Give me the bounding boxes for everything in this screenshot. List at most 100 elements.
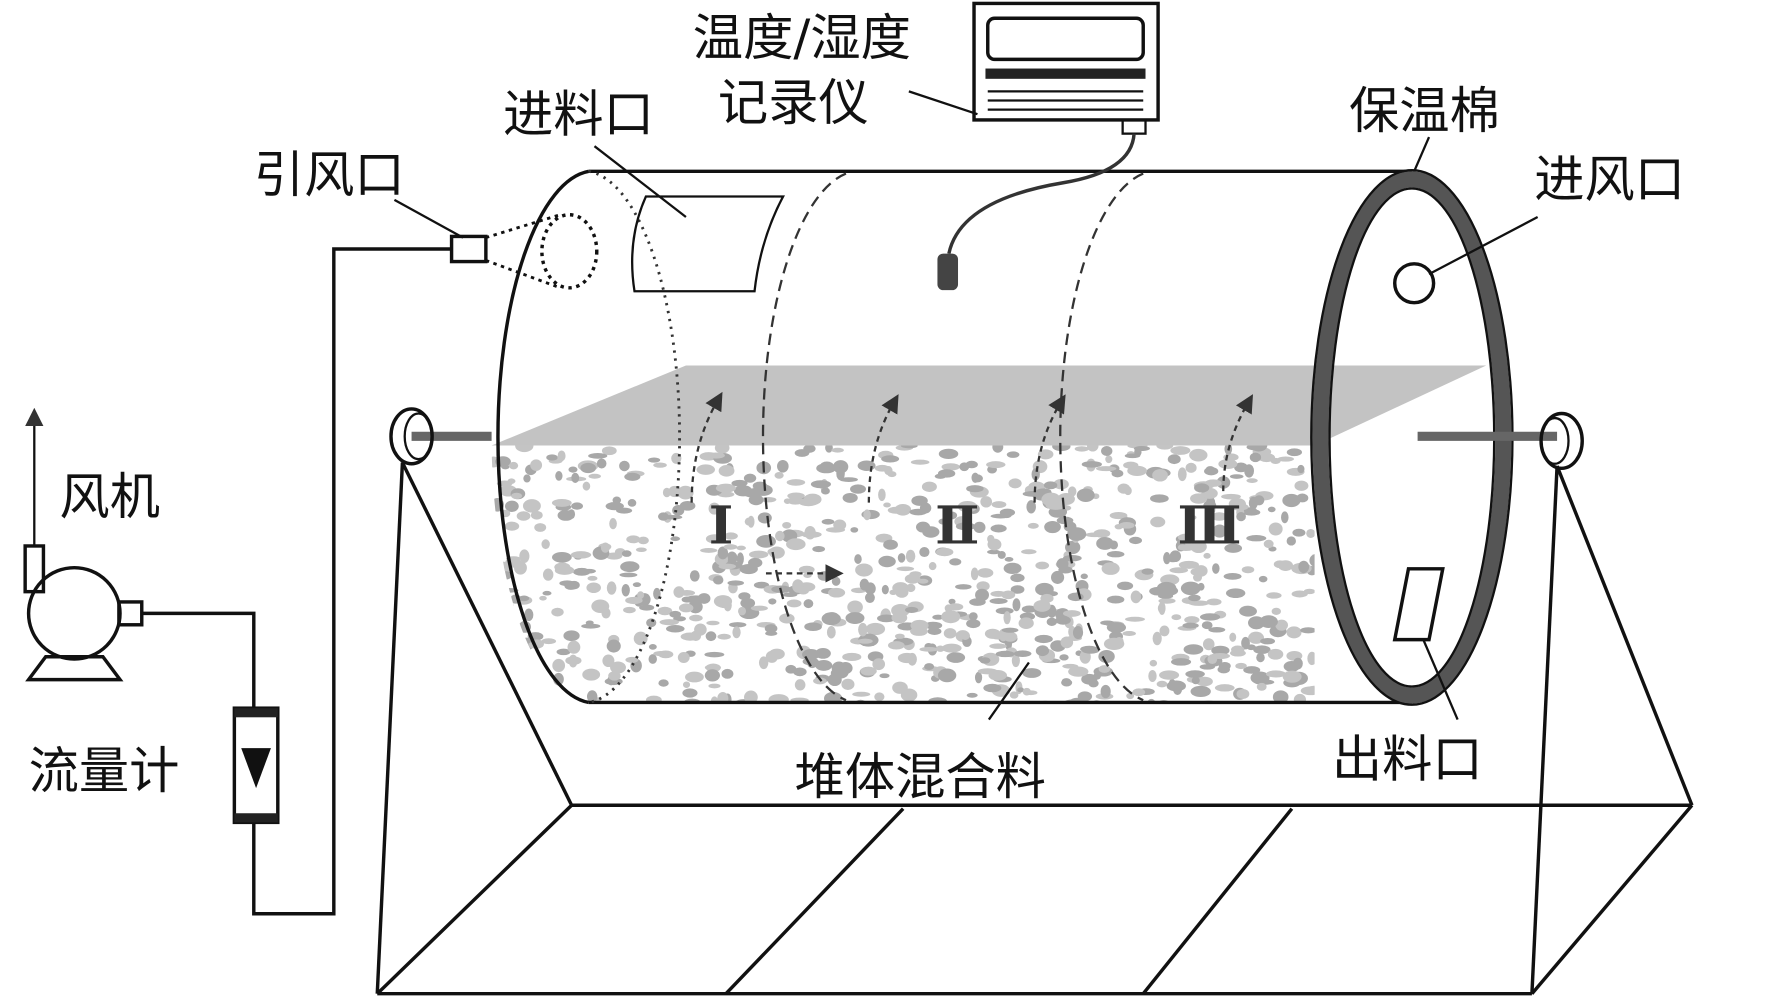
particle — [1101, 445, 1113, 456]
particle — [1188, 594, 1201, 602]
particle — [833, 460, 849, 474]
particle — [1211, 645, 1230, 656]
particle — [606, 581, 617, 595]
particle — [1258, 453, 1276, 463]
particle — [731, 479, 748, 487]
particle — [831, 576, 841, 586]
particle — [1105, 455, 1113, 464]
particle — [1045, 500, 1067, 510]
particle — [1306, 528, 1315, 538]
particle — [1224, 543, 1243, 553]
particle — [1141, 568, 1154, 575]
particle — [1190, 567, 1206, 577]
particle — [616, 507, 633, 514]
particle — [1062, 554, 1082, 562]
particle — [860, 666, 877, 676]
particle — [1159, 670, 1180, 680]
particle — [798, 565, 815, 574]
particle — [1225, 588, 1246, 599]
particle — [1004, 557, 1014, 562]
particle — [1149, 586, 1167, 596]
particle — [779, 613, 795, 624]
particle — [491, 701, 495, 703]
particle — [1163, 552, 1171, 565]
particle — [1132, 688, 1146, 697]
particle — [530, 459, 543, 472]
particle — [794, 679, 806, 691]
particle — [910, 459, 930, 465]
particle — [586, 582, 601, 593]
discharge-port — [1392, 567, 1445, 642]
particle — [979, 657, 991, 664]
particle — [708, 683, 721, 689]
particle — [887, 506, 905, 514]
particle — [798, 498, 819, 507]
particle — [1033, 599, 1051, 612]
particle — [621, 550, 632, 557]
particle — [648, 644, 657, 650]
particle — [812, 545, 826, 553]
particle — [1081, 461, 1102, 468]
particle — [1236, 688, 1250, 700]
particle — [872, 658, 886, 671]
particle — [1008, 478, 1022, 489]
particle — [1022, 687, 1031, 696]
particle — [915, 521, 931, 533]
particle — [1260, 637, 1276, 645]
fan — [23, 407, 144, 682]
particle — [696, 464, 715, 475]
particle — [1061, 679, 1073, 687]
particle — [723, 532, 738, 540]
particle — [682, 688, 698, 698]
particle — [1271, 607, 1281, 615]
particle — [1050, 570, 1065, 584]
particle — [565, 656, 582, 665]
particle — [1256, 652, 1265, 663]
particle — [1043, 481, 1058, 490]
particle — [758, 656, 769, 670]
particle — [1106, 622, 1127, 633]
particle — [1211, 512, 1228, 521]
particle — [1055, 615, 1071, 625]
particle — [1085, 532, 1105, 538]
particle — [1268, 522, 1283, 536]
particle — [1157, 603, 1166, 614]
particle — [1173, 684, 1183, 695]
particle — [1242, 508, 1261, 516]
particle — [1106, 551, 1125, 558]
particle — [1035, 645, 1050, 657]
particle — [1021, 549, 1037, 555]
particle — [935, 547, 954, 557]
particle — [949, 558, 962, 566]
particle — [975, 588, 989, 602]
particle — [620, 561, 640, 573]
particle — [726, 551, 738, 565]
particle — [855, 563, 873, 577]
particle — [609, 518, 617, 530]
particle — [976, 581, 990, 591]
particle — [897, 553, 906, 563]
particle — [864, 626, 880, 631]
particle — [857, 638, 873, 644]
particle — [884, 466, 893, 476]
particle — [1018, 617, 1034, 629]
particle — [1159, 625, 1170, 637]
particle — [475, 684, 486, 690]
particle — [653, 650, 669, 657]
particle — [1152, 469, 1168, 482]
particle — [1309, 553, 1315, 568]
particle — [491, 489, 494, 499]
particle — [992, 445, 1004, 453]
particle — [1282, 670, 1302, 683]
particle — [552, 552, 572, 563]
particle — [647, 457, 661, 463]
particle — [1124, 453, 1141, 459]
particle — [946, 652, 966, 663]
particle — [625, 596, 643, 605]
particle — [1231, 645, 1245, 654]
particle — [624, 472, 641, 481]
particle — [938, 518, 949, 525]
particle — [722, 704, 729, 710]
particle — [910, 626, 928, 636]
particle — [813, 677, 827, 685]
